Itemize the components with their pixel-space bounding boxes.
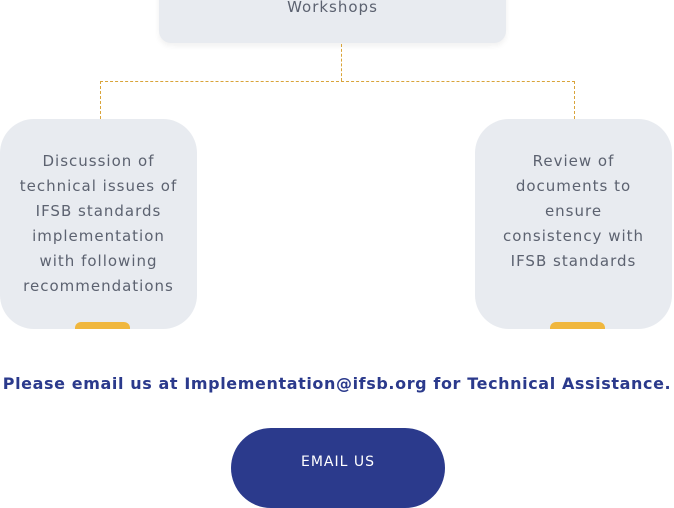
connector-line [100,81,101,119]
workshops-box: Workshops [159,0,506,43]
info-card-discussion: Discussion of technical issues of IFSB s… [0,119,197,329]
card-accent-tab [75,322,130,329]
connector-line [574,81,575,119]
card-text: Review of documents to ensure consistenc… [502,152,645,270]
card-text: Discussion of technical issues of IFSB s… [19,152,178,295]
email-us-button[interactable]: EMAIL US [231,428,445,508]
email-cta-text: Please email us at Implementation@ifsb.o… [2,374,672,393]
connector-line [341,44,342,81]
info-card-review: Review of documents to ensure consistenc… [475,119,672,329]
workshops-label: Workshops [287,0,378,16]
connector-line [100,81,575,82]
card-accent-tab [550,322,605,329]
